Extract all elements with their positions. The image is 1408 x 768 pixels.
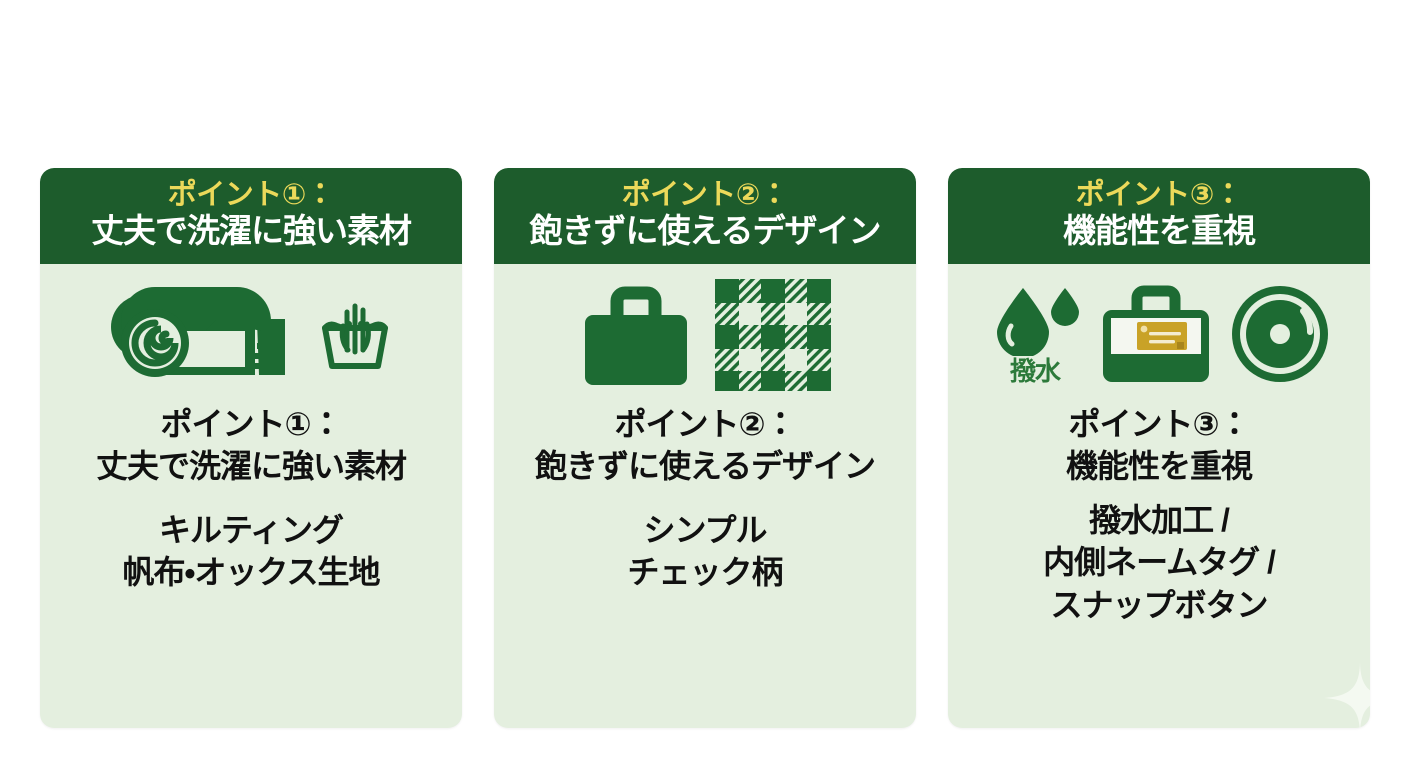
hand-wash-basin-icon [317,292,393,376]
point-card-1: ポイント①： 丈夫で洗濯に強い素材 [40,168,462,728]
snap-button-icon [1229,283,1331,385]
points-card-row: ポイント①： 丈夫で洗濯に強い素材 [40,168,1370,728]
gingham-check-pattern-icon [713,277,833,391]
point-card-2-header-label: ポイント②： [621,179,789,211]
point-card-3-body-sub-line3: スナップボタン [1050,586,1268,623]
point-card-1-body-sub-line2: 帆布・オックス生地 [122,554,381,591]
point-card-1-header-title: 丈夫で洗濯に強い素材 [91,212,412,250]
point-card-2: ポイント②： 飽きずに使えるデザイン [494,168,916,728]
point-card-2-body-sub-line1: シンプル [643,512,767,549]
point-card-2-body: ポイント②： 飽きずに使えるデザイン シンプル チェック柄 [494,404,916,594]
water-droplet-icon [989,284,1081,356]
point-card-2-header-title: 飽きずに使えるデザイン [529,212,881,250]
point-card-2-body-title-line1: ポイント②： [614,406,796,442]
point-card-1-body-title-line2: 丈夫で洗濯に強い素材 [95,447,407,484]
point-card-3-body-title-line2: 機能性を重視 [1065,447,1253,484]
point-card-3-body-title-line1: ポイント③： [1068,406,1250,442]
point-card-2-body-sub-line2: チェック柄 [627,554,783,591]
point-card-1-body-sub-line1: キルティング [158,512,344,549]
point-card-3-body-sub-line1: 撥水加工 / [1089,502,1230,539]
point-card-1-header: ポイント①： 丈夫で洗濯に強い素材 [40,168,462,264]
point-card-1-icon-row [40,264,462,404]
bag-with-name-tag-icon [1097,280,1215,388]
point-card-2-icon-row [494,264,916,404]
point-card-3-header: ポイント③： 機能性を重視 [948,168,1370,264]
point-card-1-body: ポイント①： 丈夫で洗濯に強い素材 キルティング 帆布・オックス生地 [40,404,462,594]
tote-bag-icon [577,275,695,393]
point-card-3-icon-row: 撥水 [948,264,1370,404]
point-card-2-body-title-line2: 飽きずに使えるデザイン [534,447,876,484]
water-repellent-group: 撥水 [987,284,1083,384]
rolled-fabric-icon [109,279,299,389]
point-card-3-body-sub-line2: 内側ネームタグ / [1043,544,1276,581]
point-card-1-header-label: ポイント①： [167,179,335,211]
corner-sparkle-decoration [1290,650,1370,728]
point-card-1-body-title-line1: ポイント①： [160,406,342,442]
point-card-3-body: ポイント③： 機能性を重視 撥水加工 / 内側ネームタグ / スナップボタン [948,404,1370,626]
water-repellent-label: 撥水 [1009,356,1061,386]
point-card-3-header-label: ポイント③： [1075,179,1243,211]
point-card-3: ポイント③： 機能性を重視 撥水 [948,168,1370,728]
point-card-2-header: ポイント②： 飽きずに使えるデザイン [494,168,916,264]
point-card-3-header-title: 機能性を重視 [1063,212,1256,250]
